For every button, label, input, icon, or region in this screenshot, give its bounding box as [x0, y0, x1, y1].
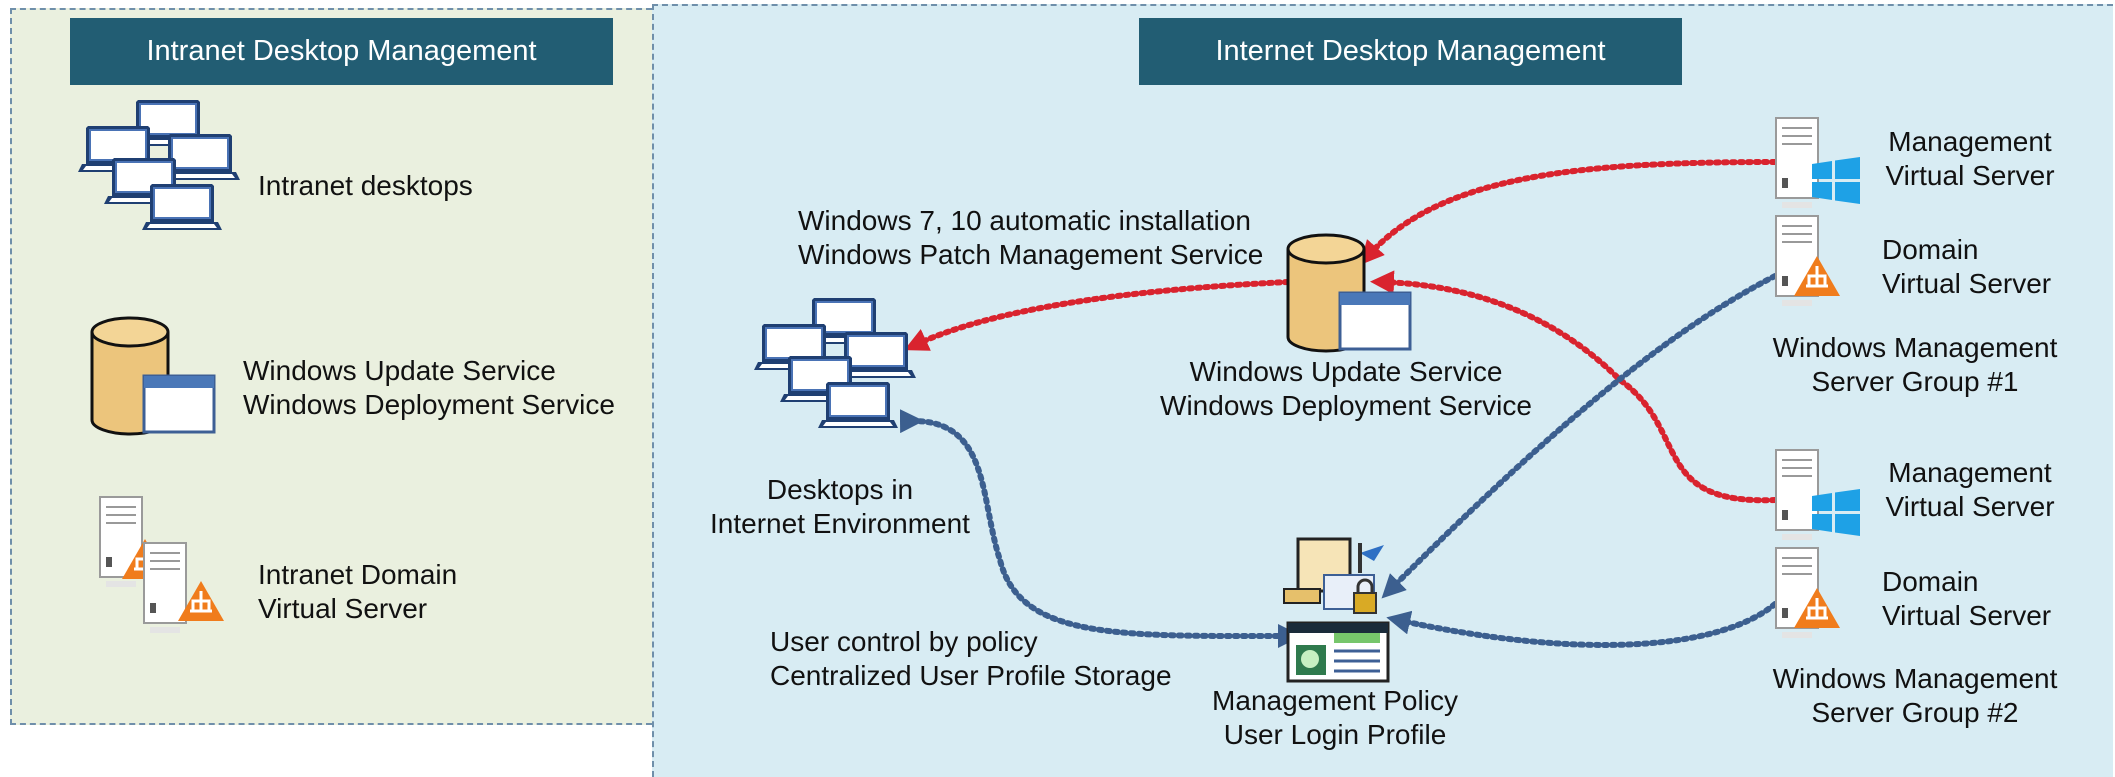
group1-mgmt-server-windows-icon	[1775, 117, 1860, 209]
arrow-desktops-to-policy	[899, 409, 1302, 649]
group1-label: Windows Management Server Group #1	[1760, 331, 2070, 399]
arrow-domain2-to-policy	[1386, 601, 1778, 648]
group1-domain-line-2: Virtual Server	[1882, 268, 2052, 299]
group2-line-1: Windows Management	[1772, 663, 2058, 694]
policy-line-1: Management Policy	[1212, 685, 1458, 716]
policy-profile-icon	[1283, 537, 1390, 683]
group2-domain-label: Domain Virtual Server	[1882, 565, 2051, 633]
user-control-line-2: Centralized User Profile Storage	[770, 660, 1172, 691]
intranet-desktops-label: Intranet desktops	[258, 170, 473, 201]
intranet-title: Intranet Desktop Management	[70, 18, 613, 85]
policy-line-2: User Login Profile	[1223, 719, 1447, 750]
install-label: Windows 7, 10 automatic installation Win…	[798, 204, 1263, 272]
group2-domain-line-2: Virtual Server	[1882, 600, 2052, 631]
group1-mgmt-line-1: Management	[1888, 126, 2052, 157]
intranet-service-line-2: Windows Deployment Service	[243, 389, 615, 420]
arrow-service-to-desktops	[904, 279, 1291, 351]
group1-line-2: Server Group #1	[1811, 366, 2019, 397]
group2-mgmt-server-windows-icon	[1775, 449, 1860, 541]
group2-mgmt-line-1: Management	[1888, 457, 2052, 488]
group2-line-2: Server Group #2	[1811, 697, 2019, 728]
install-line-1: Windows 7, 10 automatic installation	[798, 205, 1251, 236]
group2-mgmt-line-2: Virtual Server	[1885, 491, 2055, 522]
intranet-service-label: Windows Update Service Windows Deploymen…	[243, 354, 615, 422]
intranet-domain-line-2: Virtual Server	[258, 593, 428, 624]
group2-domain-server-icon	[1775, 547, 1842, 639]
group1-domain-server-icon	[1775, 215, 1842, 307]
group1-mgmt-line-2: Virtual Server	[1885, 160, 2055, 191]
group2-mgmt-label: Management Virtual Server	[1870, 456, 2070, 524]
group1-domain-label: Domain Virtual Server	[1882, 233, 2051, 301]
group2-label: Windows Management Server Group #2	[1760, 662, 2070, 730]
user-control-label: User control by policy Centralized User …	[770, 625, 1172, 693]
intranet-domain-label: Intranet Domain Virtual Server	[258, 558, 457, 626]
desktops-internet-line-1: Desktops in	[766, 474, 914, 505]
desktops-internet-label: Desktops in Internet Environment	[700, 473, 980, 541]
user-control-line-1: User control by policy	[770, 626, 1038, 657]
intranet-service-line-1: Windows Update Service	[243, 355, 556, 386]
internet-service-line-2: Windows Deployment Service	[1160, 390, 1532, 421]
arrow-mgmt1-to-service	[1360, 159, 1778, 265]
internet-laptop-cluster-icon	[748, 298, 928, 448]
group1-domain-line-1: Domain	[1882, 234, 1979, 265]
internet-database-window-icon	[1286, 233, 1412, 353]
arrow-domain1-to-policy	[1381, 273, 1778, 599]
group1-line-1: Windows Management	[1772, 332, 2058, 363]
group1-mgmt-label: Management Virtual Server	[1870, 125, 2070, 193]
internet-service-label: Windows Update Service Windows Deploymen…	[1156, 355, 1536, 423]
install-line-2: Windows Patch Management Service	[798, 239, 1264, 270]
group2-domain-line-1: Domain	[1882, 566, 1979, 597]
internet-title: Internet Desktop Management	[1139, 18, 1682, 85]
intranet-domain-line-1: Intranet Domain	[258, 559, 458, 590]
internet-service-line-1: Windows Update Service	[1189, 356, 1503, 387]
desktops-internet-line-2: Internet Environment	[710, 508, 970, 539]
policy-label: Management Policy User Login Profile	[1195, 684, 1475, 752]
